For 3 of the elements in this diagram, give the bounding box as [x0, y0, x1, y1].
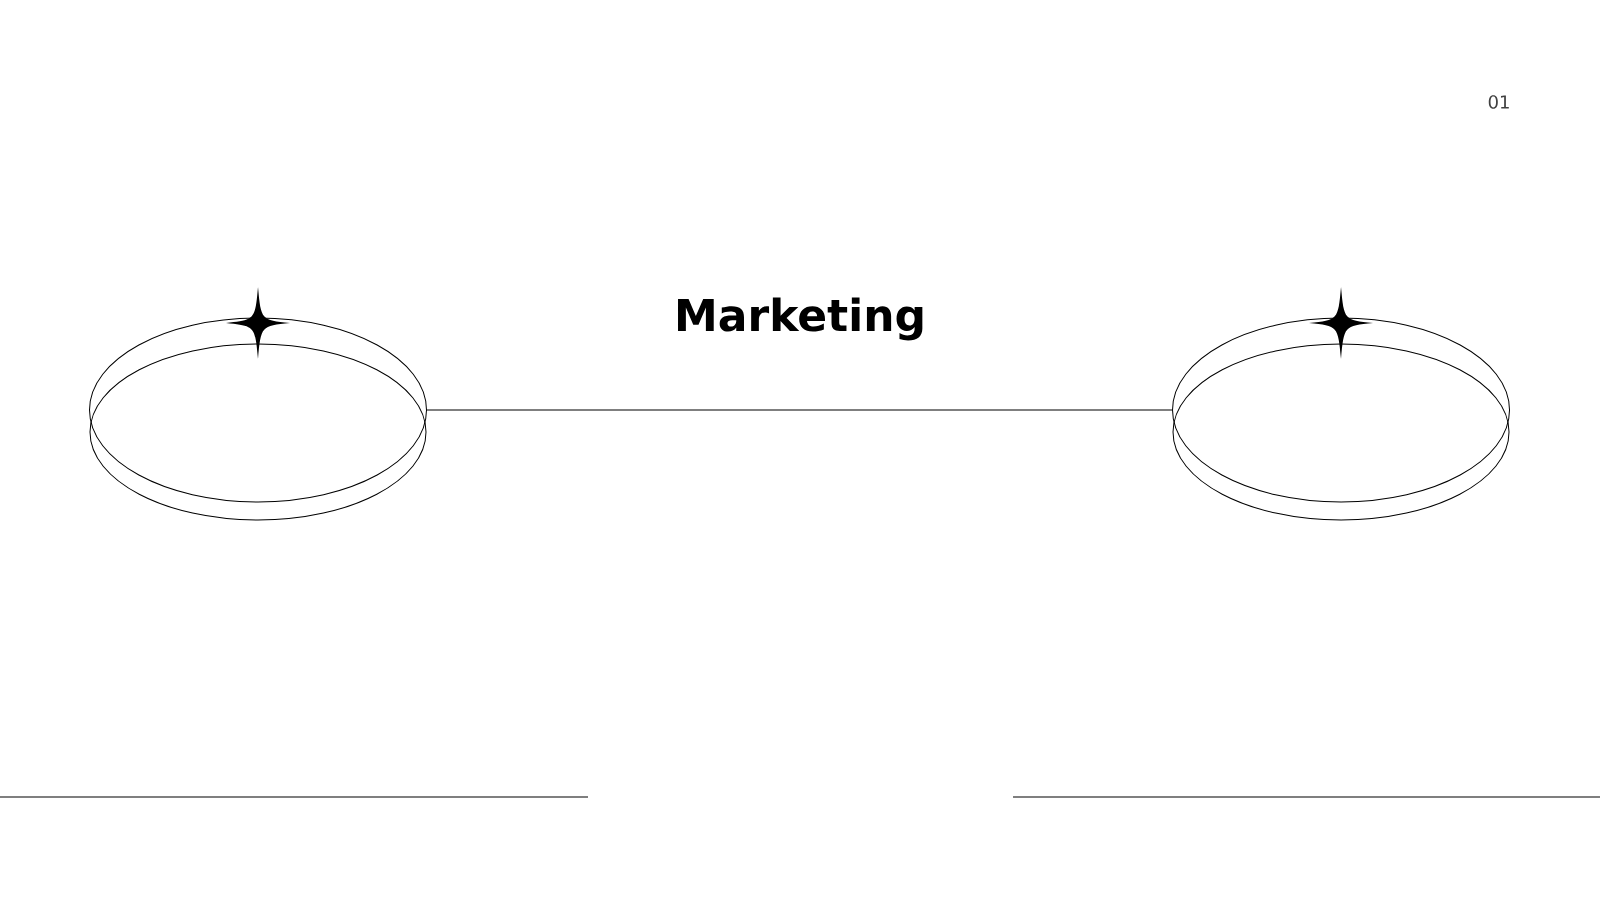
title: Marketing — [678, 297, 923, 341]
connector-line — [426, 409, 1173, 411]
page-number: 01 — [1488, 95, 1509, 109]
